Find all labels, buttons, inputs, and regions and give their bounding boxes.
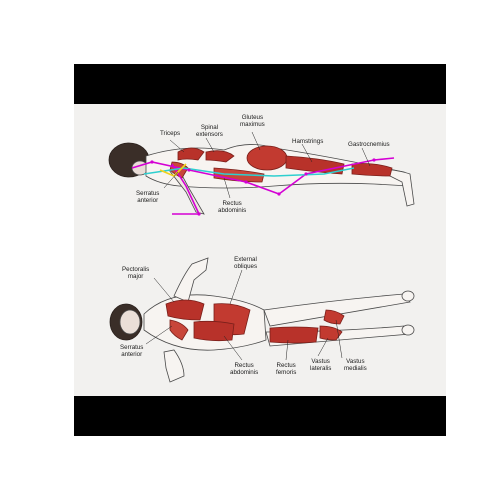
- label-gastrocnemius: Gastrocnemius: [348, 141, 390, 148]
- label-triceps: Triceps: [160, 130, 181, 137]
- label-spinal-extensors: Spinal extensors: [196, 124, 223, 138]
- label-gluteus-maximus: Gluteus maximus: [240, 114, 265, 128]
- magenta-overlay-line: [131, 157, 395, 195]
- label-pectoralis-major: Pectoralis major: [122, 266, 150, 280]
- gluteus-maximus-muscle: [246, 145, 288, 171]
- anatomy-illustration: [108, 131, 415, 383]
- label-rectus-abdominis-2: Rectus abdominis: [230, 362, 259, 376]
- label-vastus-lateralis: Vastus lateralis: [310, 358, 332, 372]
- image-frame: Triceps Spinal extensors Gluteus maximus…: [74, 64, 446, 436]
- vastus-medialis-muscle: [323, 309, 345, 325]
- plank-figure: [108, 142, 415, 215]
- label-serratus-anterior-2: Serratus anterior: [120, 344, 144, 358]
- top-letterbox: [74, 64, 446, 104]
- cyan-overlay-line: [143, 167, 355, 177]
- rectus-abdominis-front-muscle: [193, 320, 235, 342]
- label-rectus-abdominis-1: Rectus abdominis: [218, 200, 247, 214]
- front-figure: [109, 257, 415, 383]
- gastrocnemius-muscle: [351, 163, 393, 177]
- serratus-anterior-front-muscle: [169, 319, 189, 341]
- label-external-obliques: External obliques: [234, 256, 258, 270]
- pose-overlay-lines: [131, 157, 395, 215]
- vastus-lateralis-muscle: [319, 325, 343, 341]
- label-rectus-femoris: Rectus femoris: [276, 362, 297, 376]
- leader-lines-fig2: [145, 269, 343, 361]
- label-vastus-medialis: Vastus medialis: [344, 358, 367, 372]
- bottom-letterbox: [74, 396, 446, 436]
- label-hamstrings: Hamstrings: [292, 138, 324, 145]
- leader-lines-fig1: [163, 131, 371, 199]
- triceps-muscle: [177, 147, 205, 161]
- rectus-femoris-muscle: [269, 326, 319, 344]
- spinal-extensors-muscle: [205, 150, 235, 163]
- pectoralis-major-muscle: [165, 299, 205, 321]
- pose-overlay-joints: [150, 158, 376, 216]
- label-serratus-anterior-1: Serratus anterior: [136, 190, 160, 204]
- yellow-overlay-line: [159, 163, 187, 177]
- magenta-arm-line: [171, 163, 201, 215]
